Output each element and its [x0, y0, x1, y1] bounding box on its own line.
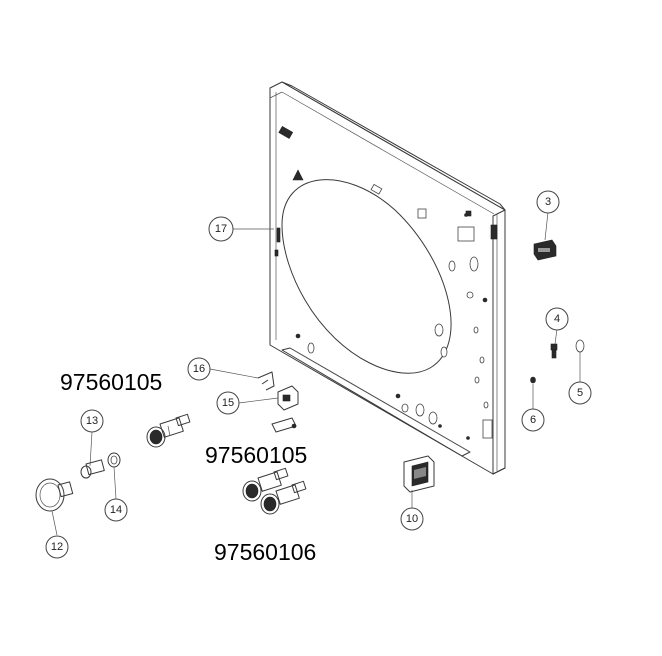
part-10-switch	[403, 455, 435, 493]
callout-label-15: 15	[222, 397, 234, 409]
part-6-nut	[530, 376, 536, 384]
callout-label-6: 6	[530, 414, 536, 426]
part-5-washer	[575, 339, 585, 353]
sensor-mid-lower	[260, 480, 307, 515]
callout-3: 3	[536, 190, 560, 214]
main-panel	[269, 81, 506, 475]
callout-14: 14	[104, 498, 128, 522]
part-4-screw	[550, 343, 558, 359]
part-15-bracket	[277, 385, 299, 411]
callout-4: 4	[545, 307, 569, 331]
callout-15: 15	[216, 391, 240, 415]
part-16-clip	[257, 371, 275, 391]
callout-5: 5	[568, 381, 592, 405]
callout-label-5: 5	[577, 387, 583, 399]
callout-17: 17	[208, 216, 234, 242]
callout-12: 12	[45, 535, 69, 559]
leader-lines	[51, 211, 581, 536]
sensor-left	[146, 413, 191, 448]
callout-label-10: 10	[406, 513, 418, 525]
callout-label-16: 16	[193, 363, 205, 375]
callout-6: 6	[521, 408, 545, 432]
callout-13: 13	[80, 409, 104, 433]
part-14-nut	[107, 452, 121, 468]
part-3-connector	[533, 239, 557, 261]
callout-label-13: 13	[86, 415, 98, 427]
callout-label-3: 3	[545, 196, 551, 208]
part-number-bottom: 97560106	[214, 539, 316, 565]
part-13-shaft	[80, 459, 105, 479]
callout-label-17: 17	[215, 223, 227, 235]
part-number-mid: 97560105	[205, 442, 307, 468]
callout-10: 10	[400, 507, 424, 531]
sensor-mid-upper	[242, 467, 289, 502]
callout-label-4: 4	[554, 313, 560, 325]
flat-bracket	[271, 417, 297, 433]
part-12-knob	[35, 478, 74, 512]
callout-16: 16	[187, 357, 211, 381]
callout-label-14: 14	[110, 504, 122, 516]
part-number-left: 97560105	[60, 369, 162, 395]
callout-label-12: 12	[51, 541, 63, 553]
